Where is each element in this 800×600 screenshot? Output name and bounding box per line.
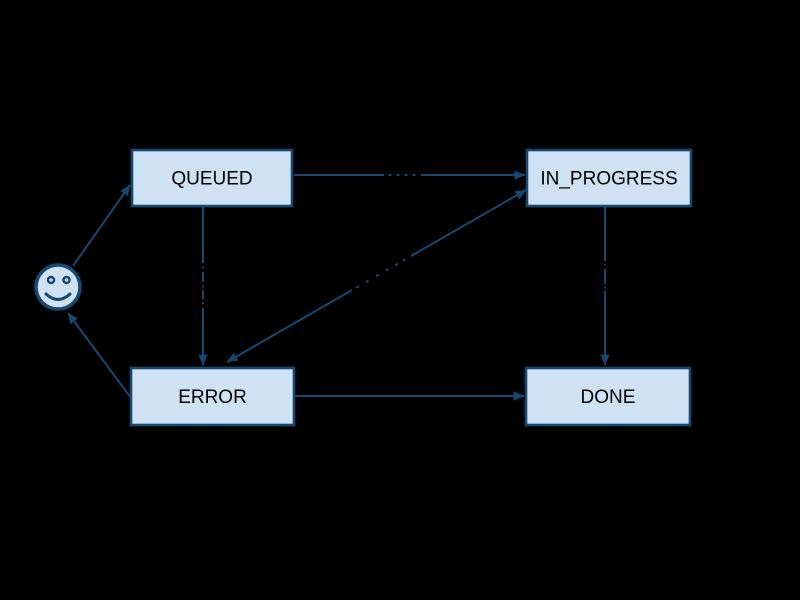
- node-error-box: [129, 366, 296, 427]
- node-in-progress-box: [525, 148, 693, 208]
- edge-in-progress-error-bidirectional: [226, 189, 527, 363]
- node-done-label: DONE: [581, 387, 636, 408]
- smiley-face-icon: [34, 263, 82, 311]
- smiley-left-eye-icon: [46, 275, 56, 285]
- node-done: DONE: [524, 366, 692, 427]
- node-error-label: ERROR: [178, 387, 247, 408]
- node-queued-label: QUEUED: [171, 169, 252, 190]
- node-in-progress: IN_PROGRESS: [525, 148, 693, 208]
- edge-error-to-start: [67, 312, 132, 399]
- node-error: ERROR: [129, 366, 296, 427]
- nodes-layer: QUEUED IN_PROGRESS ERROR DONE: [34, 148, 693, 427]
- edge-start-to-queued: [72, 184, 131, 267]
- hidden-label-specks: [355, 258, 406, 289]
- node-start: [34, 263, 82, 311]
- node-in-progress-label: IN_PROGRESS: [540, 169, 677, 190]
- node-done-box: [524, 366, 692, 427]
- smiley-mouth-icon: [44, 292, 72, 301]
- node-queued: QUEUED: [130, 148, 294, 208]
- smiley-right-eye-icon: [62, 275, 71, 285]
- node-queued-box: [130, 148, 294, 208]
- edges-layer: [67, 170, 610, 401]
- edge-segment: [226, 289, 353, 363]
- edge-segment: [410, 189, 527, 257]
